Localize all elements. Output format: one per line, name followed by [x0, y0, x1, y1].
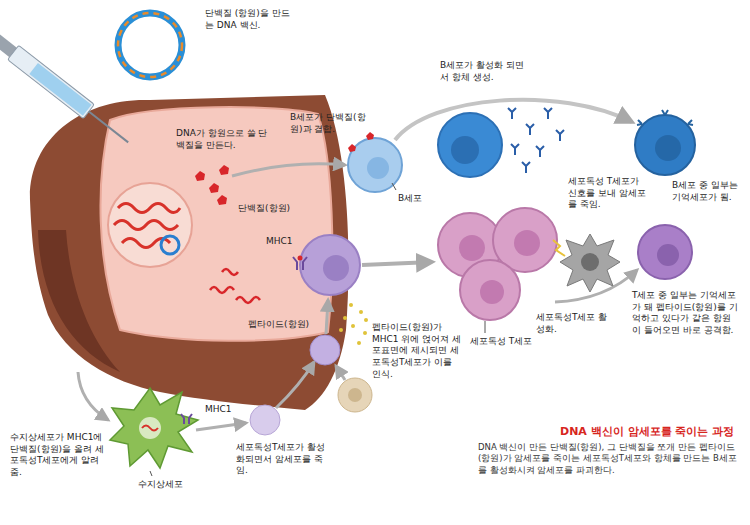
annotation-label: 수지상세포: [138, 479, 183, 491]
annotation-label: 세포독성 T세포가 신호를 보내 암세포를 죽임.: [568, 176, 648, 211]
flow-arrow: [276, 362, 314, 408]
flow-arrow: [232, 164, 345, 176]
peptide: [210, 287, 234, 293]
cancer-cell: [101, 107, 333, 341]
light-t-cell: [250, 405, 280, 435]
beige-nucleus: [348, 388, 362, 402]
t-cell-nucleus: [459, 235, 485, 261]
flow-arrow: [196, 423, 246, 430]
cytokine-dot: [351, 324, 355, 328]
flow-arrow: [336, 366, 345, 380]
annotation-label: DNA가 항원으로 쓸 단백질을 만든다.: [176, 128, 268, 151]
activated-b-nucleus: [451, 136, 479, 164]
protein: [209, 183, 219, 193]
flow-arrow: [395, 100, 632, 140]
dna-strand: [142, 426, 158, 431]
cytokine-dot: [363, 331, 367, 335]
antibody: [544, 108, 552, 119]
cytokine-dot: [339, 328, 343, 332]
diagram-title: DNA 백신이 암세포를 죽이는 과정: [560, 424, 734, 439]
leader-line: [150, 471, 152, 476]
mhc1-symbol: [181, 414, 192, 424]
plasmid-small: [161, 236, 179, 254]
annotation-label: 단백질(항원): [238, 203, 290, 215]
leader-line: [485, 321, 486, 333]
antibody: [536, 146, 544, 157]
annotation-label: MHC1: [205, 404, 232, 416]
syringe-needle: [89, 112, 128, 143]
nucleus: [108, 183, 192, 267]
plasmid-strand: [118, 13, 182, 77]
dendritic-cell: [110, 388, 198, 468]
antibody: [556, 130, 564, 141]
antibody: [522, 162, 530, 173]
antibodies: [508, 108, 564, 173]
dna-strand: [114, 221, 178, 230]
annotation-label: B세포: [398, 193, 422, 205]
antigen-bound: [366, 132, 374, 140]
annotation-label: 펩타이드(항원): [248, 319, 309, 331]
small-t-cell: [310, 335, 340, 365]
leader-line: [392, 183, 396, 190]
dying-cancer-cell: [560, 234, 620, 292]
cytokine-dot: [359, 310, 363, 314]
peptide: [222, 269, 238, 275]
protein: [195, 171, 205, 181]
flow-arrow: [78, 372, 108, 420]
antibody: [526, 124, 534, 135]
annotation-label: 단백질 (항원)을 만드는 DNA 백신.: [205, 8, 293, 31]
antigen-bound: [348, 144, 356, 152]
plasmid: [118, 13, 182, 77]
cytokine-dot: [343, 316, 347, 320]
antibody: [508, 108, 516, 119]
protein: [219, 165, 229, 175]
beige-cell: [338, 378, 372, 412]
activated-b-cell: [438, 113, 502, 177]
antibody: [511, 144, 519, 155]
annotation-label: B세포가 단백질(항원)과 결합.: [290, 112, 368, 135]
dendritic-nucleus: [139, 417, 161, 439]
b-cell-nucleus: [367, 157, 389, 179]
syringe-liquid: [29, 63, 91, 116]
diagram-caption: DNA 백신이 만든 단백질(항원), 그 단백질을 쪼개 만든 펩타이드(항원…: [478, 442, 740, 476]
memory-b-nucleus: [655, 135, 681, 161]
annotation-label: 펩타이드(항원)가 MHC1 위에 얹어져 세포표면에 제시되면 세포독성T세포…: [372, 322, 464, 380]
t-cell-nucleus: [480, 280, 504, 304]
tissue-outline: [30, 95, 349, 410]
memory-t-cell: [638, 225, 692, 279]
cytokine-dot: [349, 303, 353, 307]
t-cell-nucleus: [514, 230, 540, 256]
t-cell-nucleus: [323, 255, 349, 281]
syringe-barrel: [8, 45, 95, 118]
annotation-label: 수지상세포가 MHC1에 단백질(항원)을 올려 세포독성T세포에게 알려줌.: [10, 432, 106, 479]
b-receptor: [637, 110, 693, 125]
memory-t-nucleus: [657, 244, 679, 266]
cytokine-dots: [339, 303, 368, 345]
t-cell: [300, 235, 360, 295]
kill-signal: [553, 240, 565, 256]
protein: [217, 195, 227, 205]
peptide-on-mhc1: [298, 256, 303, 261]
cytokine-dot: [357, 341, 361, 345]
annotation-label: 세포독성T세포가 활성화되면서 암세포를 죽임.: [236, 442, 328, 477]
annotation-label: MHC1: [266, 236, 293, 248]
syringe: [0, 32, 134, 150]
flow-arrow: [362, 262, 432, 265]
annotation-label: T세포 중 일부는 기억세포가 돼 펩타이드(항원)를 기억하고 있다가 같은 …: [632, 290, 738, 337]
annotation-label: B세포가 활성화 되면서 항체 생성.: [440, 60, 524, 83]
memory-b-cell: [635, 115, 695, 175]
cytokine-dot: [364, 318, 368, 322]
dying-nucleus: [581, 253, 599, 271]
annotation-label: 세포독성T세포 활성화.: [536, 312, 608, 335]
peptide: [236, 297, 260, 303]
b-cell: [348, 138, 402, 192]
cytotoxic-t-cell: [460, 260, 520, 320]
flow-arrow: [326, 300, 328, 334]
dna-strand: [118, 204, 180, 213]
annotation-label: B세포 중 일부는 기억세포가 됨.: [672, 180, 744, 203]
annotation-label: 세포독성 T세포: [470, 336, 532, 348]
